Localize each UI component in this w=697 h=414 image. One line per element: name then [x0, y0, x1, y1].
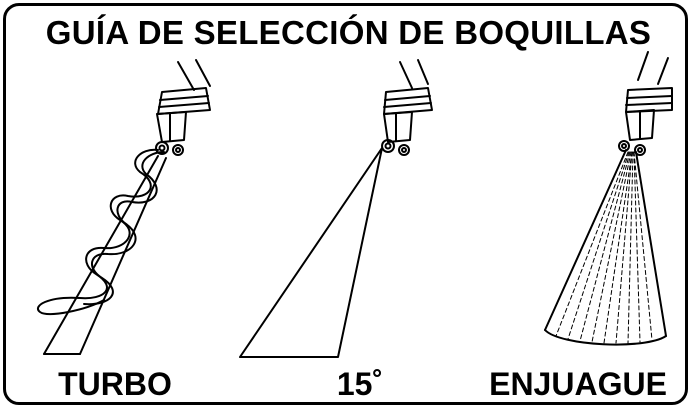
turbo-label: TURBO — [58, 366, 172, 402]
rinse-label: ENJUAGUE — [489, 366, 667, 402]
guide-title: GUÍA DE SELECCIÓN DE BOQUILLAS — [45, 14, 652, 51]
guide-frame — [3, 3, 688, 405]
fifteen-degree-nozzle-spray-icon — [239, 59, 433, 358]
rinse-nozzle-spray-icon — [544, 51, 673, 346]
fifteen-degree-label: 15˚ — [336, 366, 384, 402]
turbo-nozzle-spray-icon — [37, 59, 211, 355]
